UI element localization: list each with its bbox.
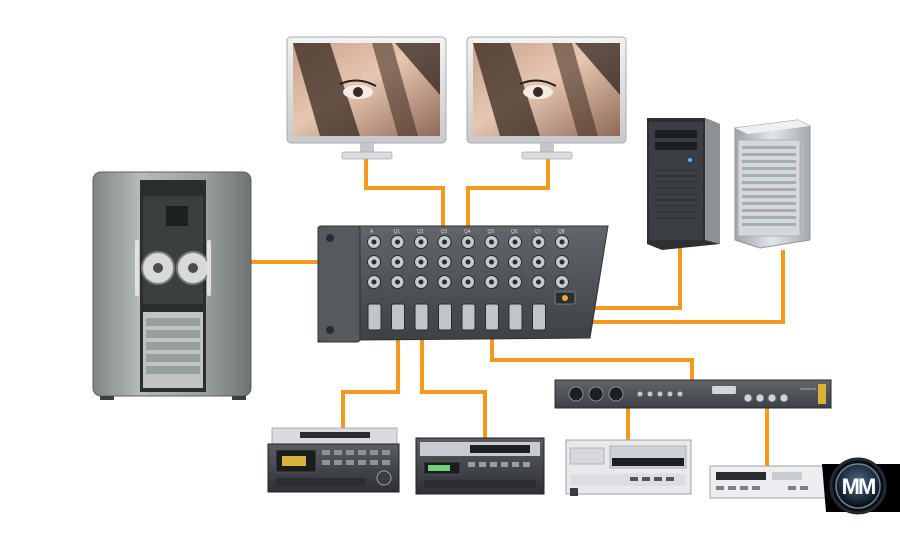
bnc-pin	[536, 279, 541, 285]
mm-logo: MM	[822, 457, 900, 515]
monitor-right	[466, 36, 627, 160]
router-port-label: Q6	[511, 229, 518, 235]
router-port-label: Q7	[535, 229, 542, 235]
bnc-pin	[536, 239, 541, 245]
monitor-left	[286, 36, 447, 160]
breakout-box: DeckLink	[554, 379, 832, 409]
bnc-pin	[465, 239, 471, 245]
logo-text: MM	[842, 474, 875, 499]
bnc-pin	[465, 279, 471, 285]
cable-monitor-right	[466, 158, 550, 234]
bnc-pin	[559, 259, 565, 265]
bnc-pin	[489, 279, 494, 285]
bnc-pin	[489, 239, 494, 245]
bnc-pin	[395, 279, 400, 285]
cable-monitor-left	[364, 158, 445, 234]
router-port-label: Q2	[417, 229, 424, 235]
bnc-pin	[395, 239, 400, 245]
cable-betacam-deck	[420, 316, 487, 438]
hdcam-deck	[267, 427, 400, 493]
dsub-connector	[508, 303, 523, 331]
router-port-label: Q4	[464, 229, 471, 235]
dsub-connector	[532, 303, 546, 331]
breakout-brand-label: DeckLink	[800, 386, 816, 391]
bnc-pin	[536, 259, 541, 265]
dsub-connector	[367, 303, 382, 331]
dsub-connector	[414, 303, 429, 331]
bnc-pin	[442, 239, 447, 245]
film-scanner	[92, 171, 252, 400]
bnc-pin	[559, 239, 565, 245]
bnc-pin	[371, 239, 377, 245]
bnc-pin	[489, 259, 494, 265]
router-port-label: Q5	[488, 229, 495, 235]
bnc-pin	[512, 279, 518, 285]
dsub-connector	[438, 303, 452, 331]
dsub-connector	[461, 303, 476, 331]
bnc-pin	[442, 279, 447, 285]
mac-pro	[734, 119, 811, 249]
video-router: A Q1 Q2 Q3 Q4 Q5 Q6 Q7 Q8	[317, 225, 609, 343]
bnc-pin	[418, 259, 424, 265]
pc-workstation	[647, 118, 720, 250]
router-port-label: A	[370, 229, 374, 235]
bnc-pin	[442, 259, 447, 265]
vhs-recorder	[709, 465, 829, 499]
bnc-pin	[465, 259, 471, 265]
router-port-label: Q1	[394, 229, 401, 235]
bnc-pin	[512, 259, 518, 265]
router-port-label: Q3	[441, 229, 448, 235]
betacam-deck	[415, 437, 545, 495]
dsub-connector	[391, 303, 405, 331]
cable-mac-pro	[538, 250, 785, 324]
dsub-connector	[485, 303, 499, 331]
bnc-pin	[512, 239, 518, 245]
cable-hdcam-deck	[341, 316, 400, 428]
bnc-pin	[371, 259, 377, 265]
dvd-recorder	[565, 439, 692, 496]
router-port-label: Q8	[558, 229, 565, 235]
bnc-pin	[559, 279, 565, 285]
bnc-pin	[395, 259, 400, 265]
bnc-pin	[418, 279, 424, 285]
bnc-pin	[371, 279, 377, 285]
cables	[248, 158, 785, 468]
bnc-pin	[418, 239, 424, 245]
